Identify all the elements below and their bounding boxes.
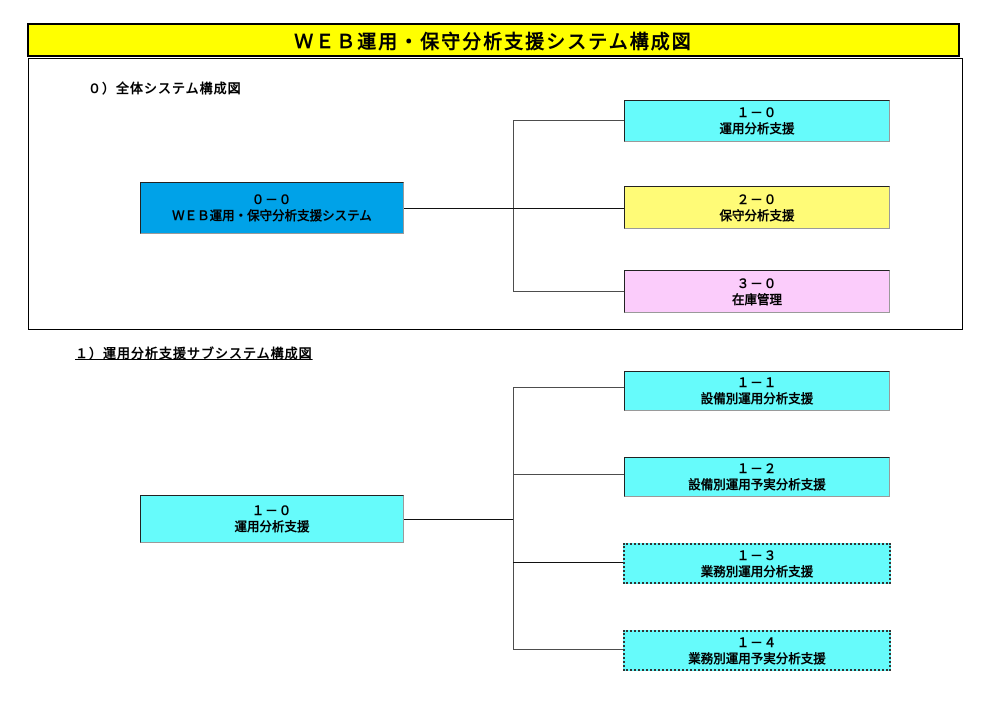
- connector-branch-1-1: [513, 387, 624, 388]
- node-1-0-root[interactable]: １－０ 運用分析支援: [140, 495, 404, 543]
- node-1-1-label: 設備別運用分析支援: [700, 392, 814, 406]
- connector-branch-1-3: [513, 562, 624, 563]
- connector-branch-0-1: [513, 120, 624, 121]
- node-1-2-label: 設備別運用予実分析支援: [688, 478, 826, 492]
- node-3-0-label: 在庫管理: [731, 292, 782, 307]
- node-1-0-root-label: 運用分析支援: [234, 520, 310, 534]
- section-1-heading: １）運用分析支援サブシステム構成図: [75, 346, 313, 361]
- node-1-4-label: 業務別運用予実分析支援: [688, 651, 826, 666]
- node-1-3-label: 業務別運用分析支援: [700, 564, 814, 579]
- node-0-0-code: ０－０: [251, 193, 293, 207]
- node-2-0-code: ２－０: [736, 192, 778, 207]
- section-0-heading: ０）全体システム構成図: [88, 81, 242, 96]
- node-1-4[interactable]: １－４ 業務別運用予実分析支援: [623, 630, 891, 671]
- node-1-2[interactable]: １－２ 設備別運用予実分析支援: [624, 457, 890, 497]
- node-0-0-label: ＷＥＢ運用・保守分析支援システム: [172, 209, 372, 223]
- node-3-0-code: ３－０: [736, 276, 778, 291]
- node-1-4-code: １－４: [736, 635, 778, 650]
- connector-branch-0-3: [513, 291, 624, 292]
- node-1-0-root-code: １－０: [251, 504, 293, 518]
- connector-root-stem-1: [404, 519, 514, 520]
- node-1-1[interactable]: １－１ 設備別運用分析支援: [624, 371, 890, 411]
- node-1-1-code: １－１: [736, 376, 778, 390]
- node-3-0[interactable]: ３－０ 在庫管理: [624, 270, 890, 313]
- node-1-0-overview[interactable]: １－０ 運用分析支援: [624, 100, 890, 142]
- node-1-3-code: １－３: [736, 548, 778, 563]
- connector-trunk-0: [513, 120, 514, 292]
- diagram-title-bar: ＷＥＢ運用・保守分析支援システム構成図: [27, 23, 960, 57]
- connector-branch-1-4: [513, 649, 624, 650]
- node-2-0[interactable]: ２－０ 保守分析支援: [624, 186, 890, 229]
- node-1-3[interactable]: １－３ 業務別運用分析支援: [623, 543, 891, 584]
- node-1-0-overview-code: １－０: [736, 106, 778, 120]
- page-title: ＷＥＢ運用・保守分析支援システム構成図: [294, 31, 693, 53]
- connector-trunk-1: [513, 387, 514, 649]
- node-1-0-overview-label: 運用分析支援: [719, 122, 795, 136]
- connector-root-stem-0: [404, 208, 514, 209]
- node-0-0[interactable]: ０－０ ＷＥＢ運用・保守分析支援システム: [140, 182, 404, 234]
- connector-branch-0-2: [513, 208, 624, 209]
- node-1-2-code: １－２: [736, 462, 778, 476]
- connector-branch-1-2: [513, 474, 624, 475]
- node-2-0-label: 保守分析支援: [719, 208, 795, 223]
